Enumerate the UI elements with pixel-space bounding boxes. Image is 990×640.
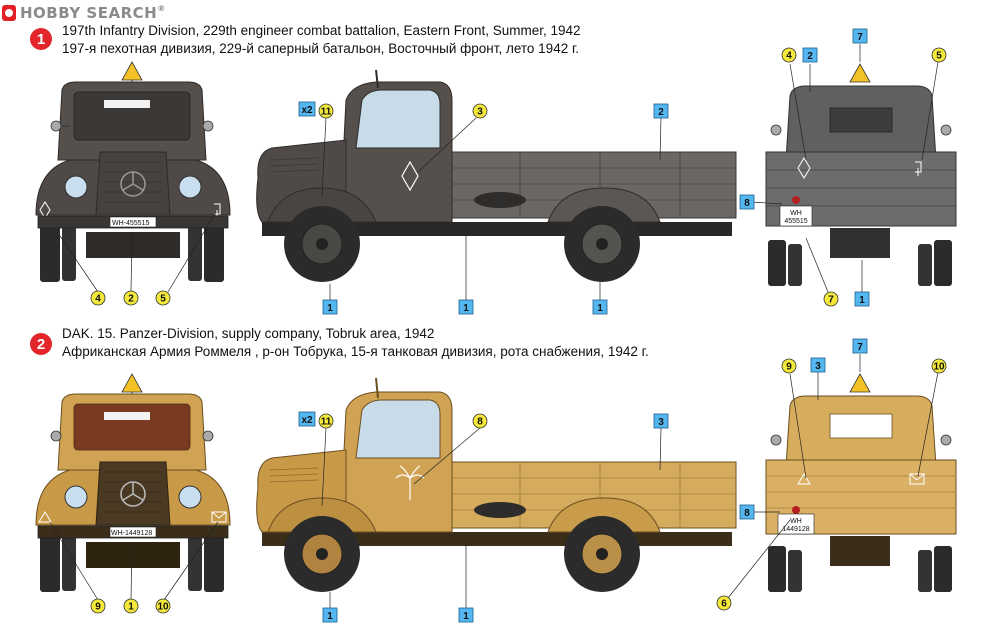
headlight-right-icon xyxy=(178,175,202,199)
callout-rear-left: 4 xyxy=(786,51,792,62)
rear-window xyxy=(829,107,893,133)
headlight-left-icon xyxy=(64,485,88,509)
scheme-2-rear-view: WH 1449128 9 3 7 10 8 6 xyxy=(716,338,957,611)
callout-side-door-emblem: 8 xyxy=(477,417,483,428)
hobby-search-logo-icon xyxy=(2,5,16,21)
callout-side-bed: 3 xyxy=(658,417,664,428)
callout-front-center: 2 xyxy=(128,294,134,305)
front-license-plate xyxy=(109,216,157,228)
callout-side-ground-left: 1 xyxy=(327,303,333,314)
callout-front-right: 10 xyxy=(157,602,169,613)
watermark-reg-mark: ® xyxy=(157,4,166,13)
watermark-text: HOBBY SEARCH xyxy=(20,4,158,22)
scheme-1-number-badge: 1 xyxy=(30,28,52,50)
rear-triangle-sign-icon xyxy=(849,63,871,83)
rear-triangle-sign-icon xyxy=(849,373,871,393)
front-right-tire-icon xyxy=(204,220,224,282)
side-window xyxy=(355,399,441,459)
callout-rear-left: 9 xyxy=(786,362,792,373)
envelope-emblem-icon xyxy=(211,511,227,523)
callout-side-bed: 2 xyxy=(658,107,664,118)
callout-side-x2: x2 xyxy=(301,105,313,116)
front-left-tire-icon xyxy=(40,220,60,282)
callout-rear-plate-box: 8 xyxy=(744,198,750,209)
unit-emblem-icon xyxy=(214,203,221,216)
callout-side-x2: x2 xyxy=(301,415,313,426)
scheme-1-front-view: WH-455515 4 2 5 xyxy=(35,61,231,306)
tactical-triangle-sign-icon xyxy=(121,373,143,393)
rear-plate-top-text: WH xyxy=(790,518,802,525)
callout-rear-left-box: 2 xyxy=(807,51,813,62)
callout-rear-bottom-left: 7 xyxy=(828,295,834,306)
callout-side-ground-center: 1 xyxy=(463,611,469,622)
scheme-2-artwork: WH-1449128 9 1 10 xyxy=(35,338,957,623)
callout-rear-right: 5 xyxy=(936,51,942,62)
rear-plate-top-text: WH xyxy=(790,210,802,217)
scheme-2-side-view: x2 11 8 3 1 1 xyxy=(256,377,737,623)
rear-window xyxy=(829,413,893,439)
front-license-plate-text: WH-1449128 xyxy=(111,530,152,537)
callout-front-left: 4 xyxy=(95,294,101,305)
supply-emblem-icon xyxy=(38,511,52,523)
rear-plate-bottom-text: 455515 xyxy=(784,218,807,225)
callout-side-cab-marking: 11 xyxy=(321,107,332,118)
rear-taillight-icon xyxy=(792,196,800,204)
scheme-1-caption-ru: 197-я пехотная дивизия, 229-й саперный б… xyxy=(62,41,579,56)
dak-palm-emblem-icon xyxy=(395,465,425,500)
callout-rear-bottom-right: 1 xyxy=(859,295,865,306)
callout-side-ground-center: 1 xyxy=(463,303,469,314)
headlight-left-icon xyxy=(64,175,88,199)
rear-license-plate xyxy=(779,205,813,227)
callout-side-ground-right: 1 xyxy=(597,303,603,314)
callout-front-left: 9 xyxy=(95,602,101,613)
headlight-right-icon xyxy=(178,485,202,509)
scheme-2-caption-ru: Африканская Армия Роммеля , р-он Тобрука… xyxy=(62,344,649,359)
scheme-1-side-view: x2 11 3 2 1 1 1 xyxy=(256,69,737,315)
callout-side-cab-marking: 11 xyxy=(321,417,332,428)
scheme-2-number-badge: 2 xyxy=(30,333,52,355)
rear-plate-bottom-text: 1449128 xyxy=(782,526,809,533)
side-window xyxy=(355,89,441,149)
front-license-plate-text: WH-455515 xyxy=(112,220,149,227)
callout-rear-left-box: 3 xyxy=(815,361,821,372)
scheme-1-caption-en: 197th Infantry Division, 229th engineer … xyxy=(62,23,581,38)
callout-rear-right: 10 xyxy=(933,362,945,373)
front-license-plate xyxy=(109,526,157,538)
scheme-1-rear-view: WH 455515 4 2 7 5 8 7 1 xyxy=(739,28,957,307)
callout-front-right: 5 xyxy=(160,294,166,305)
windshield xyxy=(73,91,191,141)
callout-rear-top: 7 xyxy=(857,342,863,353)
scheme-2-front-view: WH-1449128 9 1 10 xyxy=(35,373,231,614)
callout-rear-bottom-left: 6 xyxy=(721,599,727,610)
scheme-1-artwork: WH-455515 4 2 5 xyxy=(35,28,957,315)
callout-rear-plate-box: 8 xyxy=(744,508,750,519)
windshield xyxy=(73,403,191,451)
scheme-2-caption-en: DAK. 15. Panzer-Division, supply company… xyxy=(62,326,435,341)
callout-side-door-emblem: 3 xyxy=(477,107,483,118)
rear-license-plate xyxy=(777,513,815,535)
callout-rear-top: 7 xyxy=(857,32,863,43)
hobby-search-watermark: HOBBY SEARCH® xyxy=(2,2,166,24)
rear-taillight-icon xyxy=(792,506,800,514)
door-engineer-emblem-icon xyxy=(401,160,419,192)
callout-side-ground-left: 1 xyxy=(327,611,333,622)
tactical-triangle-sign-icon xyxy=(121,61,143,81)
callout-front-center: 1 xyxy=(128,602,134,613)
